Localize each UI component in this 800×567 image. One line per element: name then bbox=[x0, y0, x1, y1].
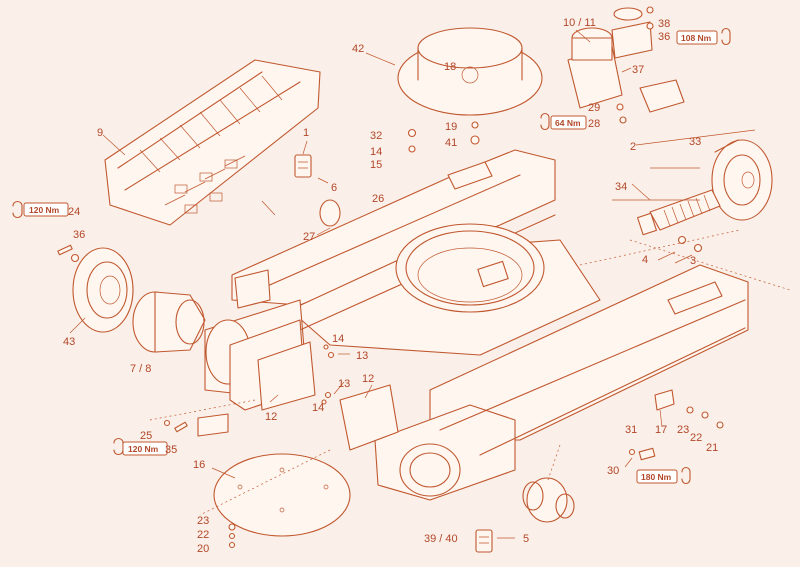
svg-text:180 Nm: 180 Nm bbox=[641, 472, 672, 482]
label-22a: 22 bbox=[197, 529, 209, 541]
label-12b: 12 bbox=[362, 373, 374, 385]
label-1: 1 bbox=[303, 127, 309, 139]
travel-motor bbox=[132, 291, 206, 353]
label-32: 32 bbox=[370, 130, 382, 142]
label-15: 15 bbox=[370, 159, 382, 171]
label-43: 43 bbox=[63, 336, 75, 348]
label-14c: 14 bbox=[312, 402, 324, 414]
idler-wheel bbox=[711, 139, 773, 221]
label-13a: 13 bbox=[356, 350, 368, 362]
label-25: 25 bbox=[140, 430, 152, 442]
label-39-40: 39 / 40 bbox=[424, 533, 458, 545]
label-16: 16 bbox=[193, 459, 205, 471]
label-9: 9 bbox=[97, 127, 103, 139]
label-23b: 23 bbox=[677, 424, 689, 436]
label-6: 6 bbox=[331, 182, 337, 194]
label-23a: 23 bbox=[197, 515, 209, 527]
parts-bag-icon bbox=[294, 154, 493, 553]
torque-tag-64: 64 Nm bbox=[540, 112, 587, 131]
label-14a: 14 bbox=[370, 146, 382, 158]
tension-spring bbox=[637, 189, 721, 236]
label-4: 4 bbox=[642, 254, 648, 266]
rotary-joint-assembly bbox=[567, 7, 685, 113]
label-20: 20 bbox=[197, 543, 209, 555]
svg-text:64 Nm: 64 Nm bbox=[555, 118, 581, 128]
small-parts bbox=[57, 6, 724, 549]
track-roller bbox=[522, 477, 575, 523]
label-22b: 22 bbox=[690, 432, 702, 444]
label-36b: 36 bbox=[658, 31, 670, 43]
label-36a: 36 bbox=[73, 229, 85, 241]
label-29: 29 bbox=[588, 102, 600, 114]
label-34: 34 bbox=[615, 181, 627, 193]
label-41: 41 bbox=[445, 137, 457, 149]
side-cover-right bbox=[339, 384, 399, 451]
label-2: 2 bbox=[630, 141, 636, 153]
torque-tag-180: 180 Nm bbox=[636, 466, 691, 485]
leader-lines bbox=[69, 29, 791, 539]
label-27: 27 bbox=[303, 231, 315, 243]
label-42: 42 bbox=[352, 43, 364, 55]
drive-sprocket bbox=[72, 247, 134, 333]
label-26: 26 bbox=[372, 193, 384, 205]
label-21: 21 bbox=[706, 442, 718, 454]
label-38: 38 bbox=[658, 18, 670, 30]
label-24: 24 bbox=[68, 206, 80, 218]
undercarriage-frame bbox=[204, 149, 749, 501]
label-35: 35 bbox=[165, 444, 177, 456]
torque-tag-120a: 120 Nm bbox=[12, 200, 69, 219]
label-14b: 14 bbox=[332, 333, 344, 345]
label-5: 5 bbox=[523, 533, 529, 545]
label-37: 37 bbox=[632, 64, 644, 76]
label-31: 31 bbox=[625, 424, 637, 436]
svg-text:108 Nm: 108 Nm bbox=[681, 33, 712, 43]
label-19: 19 bbox=[445, 121, 457, 133]
label-33: 33 bbox=[689, 136, 701, 148]
label-17: 17 bbox=[655, 424, 667, 436]
label-10-11: 10 / 11 bbox=[563, 17, 596, 29]
rubber-track bbox=[104, 59, 321, 226]
torque-tag-108: 108 Nm bbox=[676, 27, 731, 46]
label-30: 30 bbox=[607, 465, 619, 477]
label-13b: 13 bbox=[338, 378, 350, 390]
top-cover-plate bbox=[397, 27, 543, 116]
torque-tag-120b: 120 Nm bbox=[113, 437, 168, 456]
label-3: 3 bbox=[690, 255, 696, 267]
label-28: 28 bbox=[588, 118, 600, 130]
cover-disc bbox=[213, 453, 351, 537]
wrench-icon: 120 Nm bbox=[29, 205, 60, 215]
label-18: 18 bbox=[444, 61, 456, 73]
label-7-8: 7 / 8 bbox=[130, 363, 151, 375]
svg-text:120 Nm: 120 Nm bbox=[128, 444, 159, 454]
side-cover-left bbox=[229, 319, 316, 411]
part-number-labels: 1 2 3 4 5 6 7 / 8 9 10 / 11 12 12 13 13 … bbox=[63, 17, 718, 555]
label-12a: 12 bbox=[265, 411, 277, 423]
